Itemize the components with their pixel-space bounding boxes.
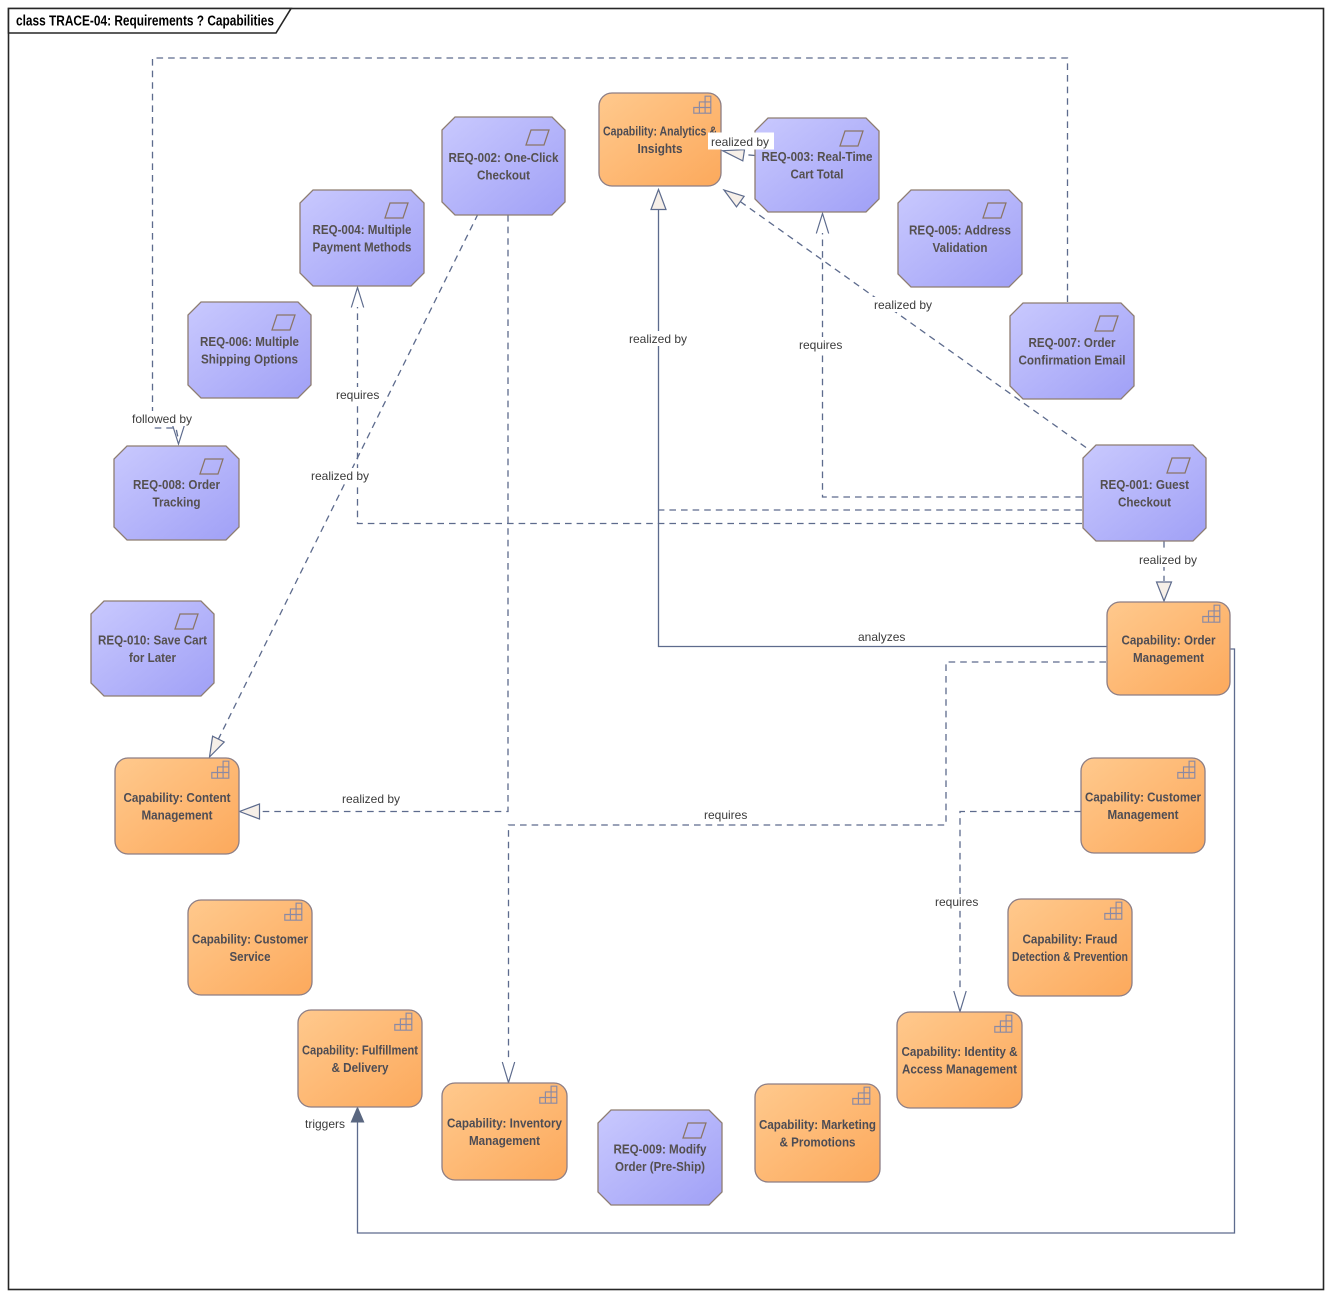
svg-text:Capability: Identity &: Capability: Identity & xyxy=(902,1045,1018,1059)
svg-text:realized by: realized by xyxy=(629,332,687,346)
svg-text:Cart Total: Cart Total xyxy=(791,167,844,181)
svg-text:Insights: Insights xyxy=(638,142,683,156)
svg-text:Management: Management xyxy=(142,808,214,822)
svg-text:requires: requires xyxy=(799,338,842,352)
svg-text:Confirmation Email: Confirmation Email xyxy=(1019,353,1126,367)
svg-text:& Promotions: & Promotions xyxy=(780,1135,856,1149)
svg-text:Management: Management xyxy=(1108,808,1180,822)
svg-text:Payment Methods: Payment Methods xyxy=(313,240,412,254)
svg-text:REQ-005: Address: REQ-005: Address xyxy=(909,223,1011,237)
svg-text:Tracking: Tracking xyxy=(153,495,201,509)
svg-text:& Delivery: & Delivery xyxy=(332,1061,389,1075)
svg-text:requires: requires xyxy=(336,388,379,402)
svg-text:realized by: realized by xyxy=(1139,553,1197,567)
svg-text:Validation: Validation xyxy=(933,241,988,255)
svg-text:Capability: Customer: Capability: Customer xyxy=(192,932,308,946)
svg-text:Checkout: Checkout xyxy=(477,168,531,182)
svg-text:REQ-004: Multiple: REQ-004: Multiple xyxy=(313,223,412,237)
svg-text:realized by: realized by xyxy=(342,792,400,806)
svg-text:Access Management: Access Management xyxy=(902,1062,1018,1076)
svg-text:REQ-009: Modify: REQ-009: Modify xyxy=(614,1142,707,1156)
svg-text:Management: Management xyxy=(469,1134,541,1148)
svg-text:realized by: realized by xyxy=(711,135,769,149)
svg-text:Capability: Fulfillment: Capability: Fulfillment xyxy=(302,1043,419,1057)
svg-text:for Later: for Later xyxy=(129,651,176,665)
svg-text:REQ-002: One-Click: REQ-002: One-Click xyxy=(449,151,559,165)
svg-text:realized by: realized by xyxy=(874,298,932,312)
svg-text:Service: Service xyxy=(230,950,271,964)
svg-text:REQ-010: Save Cart: REQ-010: Save Cart xyxy=(98,633,208,647)
svg-text:Capability: Customer: Capability: Customer xyxy=(1085,790,1201,804)
svg-text:triggers: triggers xyxy=(305,1117,345,1131)
svg-text:Detection & Prevention: Detection & Prevention xyxy=(1012,950,1128,964)
svg-text:REQ-007: Order: REQ-007: Order xyxy=(1029,336,1116,350)
svg-text:Shipping Options: Shipping Options xyxy=(201,352,298,366)
svg-text:REQ-008: Order: REQ-008: Order xyxy=(133,478,220,492)
svg-text:REQ-001: Guest: REQ-001: Guest xyxy=(1100,478,1190,492)
svg-text:Capability: Analytics &: Capability: Analytics & xyxy=(603,124,717,138)
svg-text:Capability: Order: Capability: Order xyxy=(1122,633,1216,647)
svg-text:Capability: Marketing: Capability: Marketing xyxy=(759,1118,876,1132)
svg-text:Checkout: Checkout xyxy=(1118,495,1172,509)
svg-text:Capability: Content: Capability: Content xyxy=(124,791,232,805)
svg-text:analyzes: analyzes xyxy=(858,630,905,644)
svg-text:followed by: followed by xyxy=(132,412,192,426)
svg-text:Management: Management xyxy=(1133,651,1205,665)
svg-text:class TRACE-04: Requirements ?: class TRACE-04: Requirements ? Capabilit… xyxy=(16,14,274,30)
svg-text:Capability: Inventory: Capability: Inventory xyxy=(447,1116,562,1130)
svg-text:REQ-006: Multiple: REQ-006: Multiple xyxy=(200,335,299,349)
svg-text:REQ-003: Real-Time: REQ-003: Real-Time xyxy=(762,150,873,164)
svg-text:requires: requires xyxy=(704,808,747,822)
svg-text:realized by: realized by xyxy=(311,469,369,483)
svg-text:requires: requires xyxy=(935,895,978,909)
svg-text:Order (Pre-Ship): Order (Pre-Ship) xyxy=(615,1160,705,1174)
svg-text:Capability: Fraud: Capability: Fraud xyxy=(1023,932,1118,946)
